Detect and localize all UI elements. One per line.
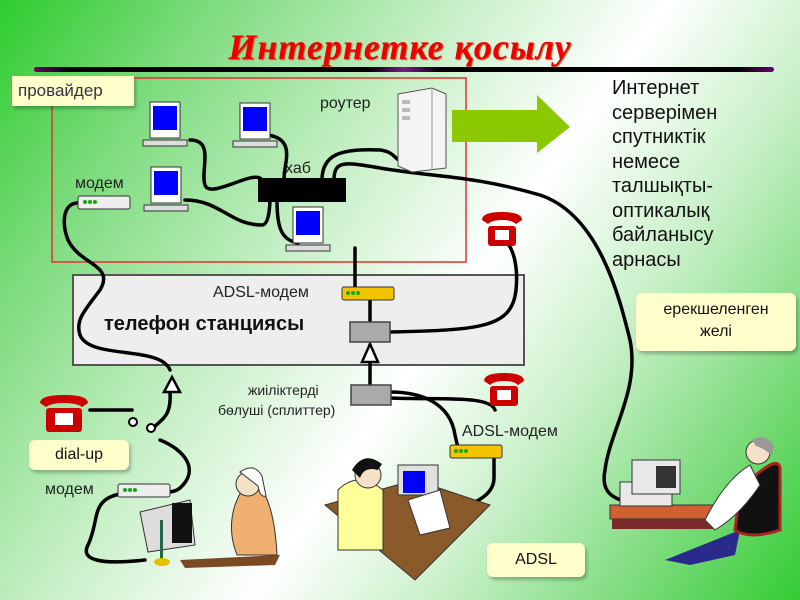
telephone-station-box bbox=[72, 274, 525, 366]
provider-badge: провайдер bbox=[12, 76, 134, 106]
telephone-icon bbox=[40, 395, 88, 432]
adsl-callout: ADSL bbox=[487, 543, 585, 577]
splitter-label-line2: бөлуші (сплиттер) bbox=[218, 402, 336, 418]
modem-icon bbox=[117, 483, 171, 498]
cable-pc1-hub bbox=[188, 138, 264, 191]
description-line: спутниктік bbox=[612, 126, 706, 148]
cable-pc2-hub bbox=[266, 133, 289, 184]
filter-triangle-icon bbox=[161, 374, 183, 394]
arrow-icon bbox=[452, 95, 570, 153]
cable-splitter-phone bbox=[388, 396, 497, 412]
description-line: немесе bbox=[612, 150, 681, 173]
dialup-callout: dial-up bbox=[29, 440, 129, 470]
callout-line: ерекшеленген bbox=[663, 301, 769, 318]
cable-dedicated-line bbox=[332, 162, 642, 507]
cable-provider-modem-down bbox=[62, 201, 172, 372]
computer-icon bbox=[142, 101, 188, 147]
cable-switch-station bbox=[150, 390, 172, 432]
telephone-icon bbox=[482, 212, 522, 246]
adsl-modem-icon bbox=[449, 444, 503, 459]
cables bbox=[62, 133, 642, 564]
callout-line: желі bbox=[700, 323, 732, 340]
description-line: Интернет bbox=[612, 77, 700, 99]
description-line: байланысу bbox=[612, 224, 714, 246]
computer-icon bbox=[143, 166, 189, 212]
description-line: серверімен bbox=[612, 101, 718, 124]
home-splitter-icon bbox=[350, 384, 392, 406]
switch-contact bbox=[146, 423, 156, 433]
title-divider bbox=[34, 67, 774, 72]
router-icon bbox=[397, 87, 447, 173]
description-line: талшықты- bbox=[612, 175, 714, 197]
dedicated-user-illustration bbox=[609, 437, 782, 565]
home-adsl-modem-label: ADSL-модем bbox=[462, 423, 558, 440]
computer-icon bbox=[232, 102, 278, 148]
internet-channel-description: Интернет серверімен спутниктік немесе та… bbox=[612, 76, 717, 272]
modem-icon bbox=[77, 195, 131, 210]
dialup-modem-label: модем bbox=[45, 481, 94, 498]
hub-label: хаб bbox=[285, 160, 311, 177]
station-splitter-icon bbox=[349, 321, 391, 343]
dialup-user-illustration bbox=[139, 467, 280, 568]
telephone-icon bbox=[484, 373, 524, 406]
station-adsl-modem-label: ADSL-модем bbox=[213, 284, 309, 301]
dedicated-line-callout: ерекшеленген желі bbox=[636, 293, 796, 351]
switch-contact bbox=[128, 417, 138, 427]
telephone-station-label: телефон станциясы bbox=[104, 313, 305, 335]
hub-icon bbox=[258, 178, 346, 202]
cable-hub-router bbox=[320, 147, 402, 182]
cable-phone-station bbox=[388, 238, 519, 334]
router-label: роутер bbox=[320, 95, 371, 112]
description-line: оптикалық bbox=[612, 199, 710, 222]
computer-icon bbox=[285, 206, 331, 252]
description-line: арнасы bbox=[612, 248, 681, 271]
provider-modem-label: модем bbox=[75, 175, 124, 192]
adsl-modem-icon bbox=[341, 286, 395, 301]
cable-modem-pc bbox=[84, 492, 147, 564]
provider-frame bbox=[51, 77, 467, 263]
cable-pc3-hub bbox=[183, 196, 272, 227]
adsl-user-illustration bbox=[323, 458, 491, 581]
page-title: Интернетке қосылу bbox=[228, 27, 572, 67]
filter-triangle-icon bbox=[360, 340, 380, 364]
splitter-label-line1: жиіліктерді bbox=[248, 382, 319, 398]
cable-splitter-adsl-home bbox=[388, 390, 460, 450]
